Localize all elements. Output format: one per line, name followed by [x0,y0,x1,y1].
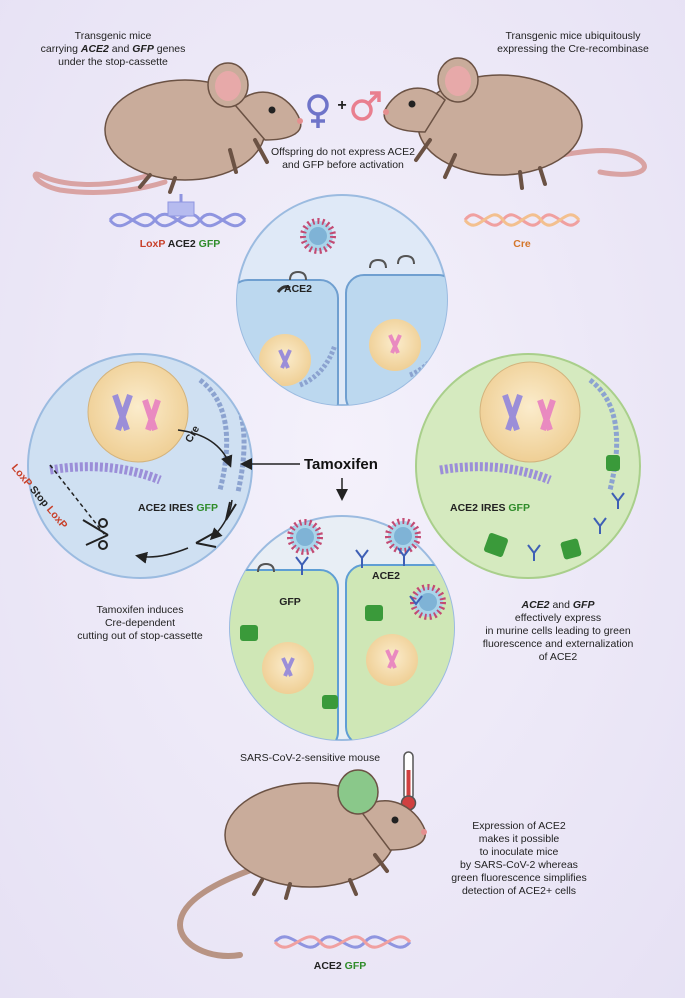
female-symbol-icon [307,94,329,128]
label-offspring: Offspring do not express ACE2 and GFP be… [271,146,415,171]
label-transgenic-ace2-mice: Transgenic mice carrying ACE2 and GFP ge… [40,30,186,68]
cell-circle-cre-cutting [27,353,253,579]
thermometer-icon [400,751,417,811]
dna-ace2-gfp-icon [273,935,412,949]
label-gfp-protein: GFP [279,596,301,608]
caption-expression-of-ace2: Expression of ACE2 makes it possible to … [451,820,587,897]
label-cre-dna: Cre [513,238,531,250]
virus-particle-icon [300,218,336,254]
label-tamoxifen: Tamoxifen [304,456,378,473]
virus-particle-icon [385,518,421,554]
label-right-construct: ACE2 IRES GFP [450,502,530,514]
label-cre-mice: Transgenic mice ubiquitously expressing … [497,30,649,55]
mouse-cre [383,57,647,190]
caption-tamoxifen-induces: Tamoxifen induces Cre-dependent cutting … [77,604,203,642]
dna-loxp-ace2-gfp-icon [108,194,247,228]
caption-ace2-gfp-express: ACE2 and GFP effectively express in muri… [482,599,634,663]
plus-sign: + [337,97,347,114]
cell-circle-after-activation [229,515,455,741]
virus-particle-icon [410,584,446,620]
dna-cre-icon [463,213,581,227]
cell-circle-expressing [415,353,641,579]
label-ace2-externalized: ACE2 [371,570,400,582]
mouse-sars-cov-2-sensitive [176,769,427,959]
virus-particle-icon [287,519,323,555]
label-sensitive-mouse: SARS-CoV-2-sensitive mouse [240,752,381,764]
label-ace2-receptor: ACE2 [284,283,313,295]
label-ace2-gfp-dna: ACE2 GFP [313,960,367,972]
label-left-construct: ACE2 IRES GFP [138,502,218,514]
cell-circle-before-activation [236,194,448,406]
male-symbol-icon [351,91,381,121]
mouse-transgenic-ace2 [32,62,303,195]
label-loxp-ace2-gfp-dna: LoxP ACE2 GFP [139,238,221,250]
